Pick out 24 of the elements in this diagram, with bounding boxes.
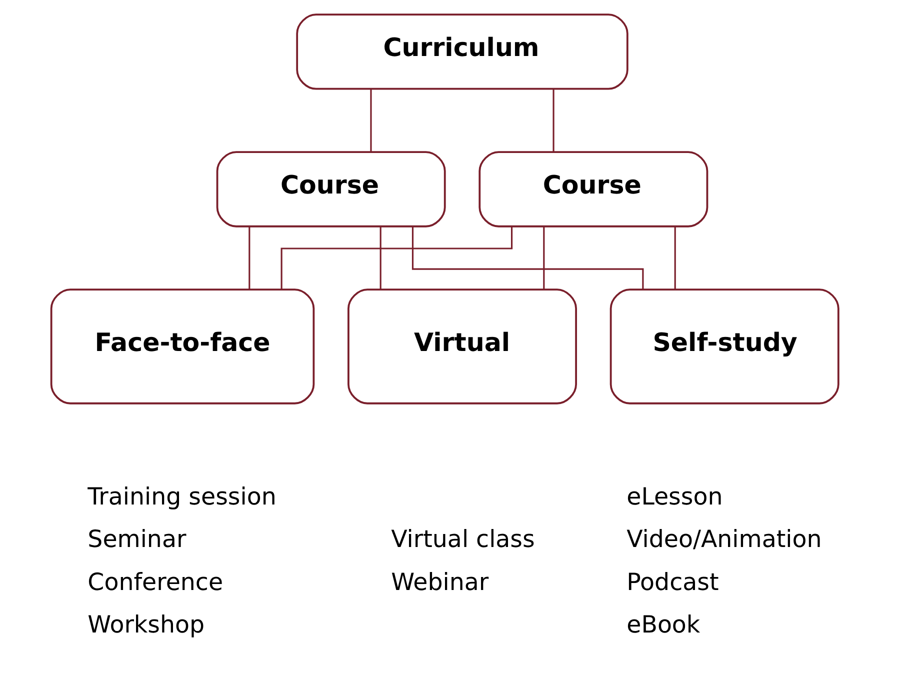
- node-label: Workshop: [88, 610, 205, 639]
- connector: [674, 226, 676, 290]
- connector: [280, 226, 513, 290]
- connector: [370, 89, 372, 152]
- node-label: Webinar: [391, 568, 489, 596]
- node-box: Course: [216, 151, 446, 228]
- connector: [543, 226, 545, 290]
- connector: [248, 226, 250, 290]
- connector: [552, 89, 554, 152]
- node-label: Conference: [88, 568, 224, 596]
- connector: [380, 226, 382, 290]
- node-label: eLesson: [626, 482, 723, 511]
- node-box: Curriculum: [296, 14, 628, 90]
- node-box: Course: [478, 151, 708, 228]
- connector: [412, 226, 644, 290]
- node-label: Training session: [88, 482, 276, 511]
- node-box: Virtual: [348, 288, 577, 404]
- node-label: Video/Animation: [626, 525, 822, 554]
- node-box: Self-study: [610, 288, 840, 404]
- node-label: Podcast: [626, 568, 719, 596]
- node-label: eBook: [626, 610, 700, 639]
- node-label: Virtual class: [391, 525, 535, 554]
- node-box: Face-to-face: [50, 288, 315, 404]
- node-label: Seminar: [88, 525, 186, 554]
